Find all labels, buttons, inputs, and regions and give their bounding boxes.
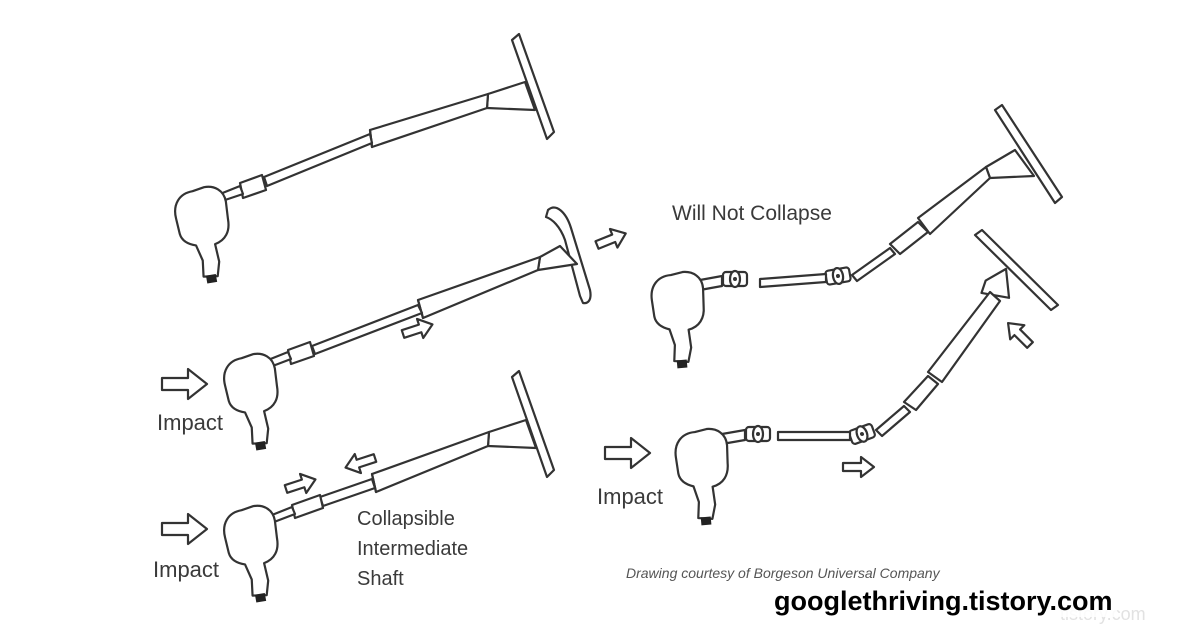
will-not-collapse-label: Will Not Collapse bbox=[672, 202, 832, 225]
impact-arrow-2 bbox=[160, 367, 209, 401]
collapsible-label-line3: Shaft bbox=[357, 568, 404, 590]
impact-label-2: Impact bbox=[157, 410, 224, 435]
steering-column-5 bbox=[603, 228, 1060, 528]
drawing-credit: Drawing courtesy of Borgeson Universal C… bbox=[626, 565, 940, 581]
impact-label-5: Impact bbox=[597, 484, 664, 509]
impact-label-3: Impact bbox=[153, 557, 220, 582]
steering-column-1 bbox=[170, 32, 556, 288]
collapsible-label-line2: Intermediate bbox=[357, 538, 469, 560]
steering-column-2 bbox=[160, 206, 631, 455]
steering-column-4 bbox=[648, 103, 1064, 371]
impact-arrow-5 bbox=[603, 436, 652, 470]
collapsible-label-line1: Collapsible bbox=[357, 508, 455, 530]
steering-column-3 bbox=[160, 369, 556, 607]
steering-wheel-bent bbox=[544, 206, 592, 305]
impact-arrow-3 bbox=[160, 512, 209, 546]
blog-watermark: googlethriving.tistory.com bbox=[770, 586, 1117, 617]
steering-wheel bbox=[510, 32, 556, 141]
